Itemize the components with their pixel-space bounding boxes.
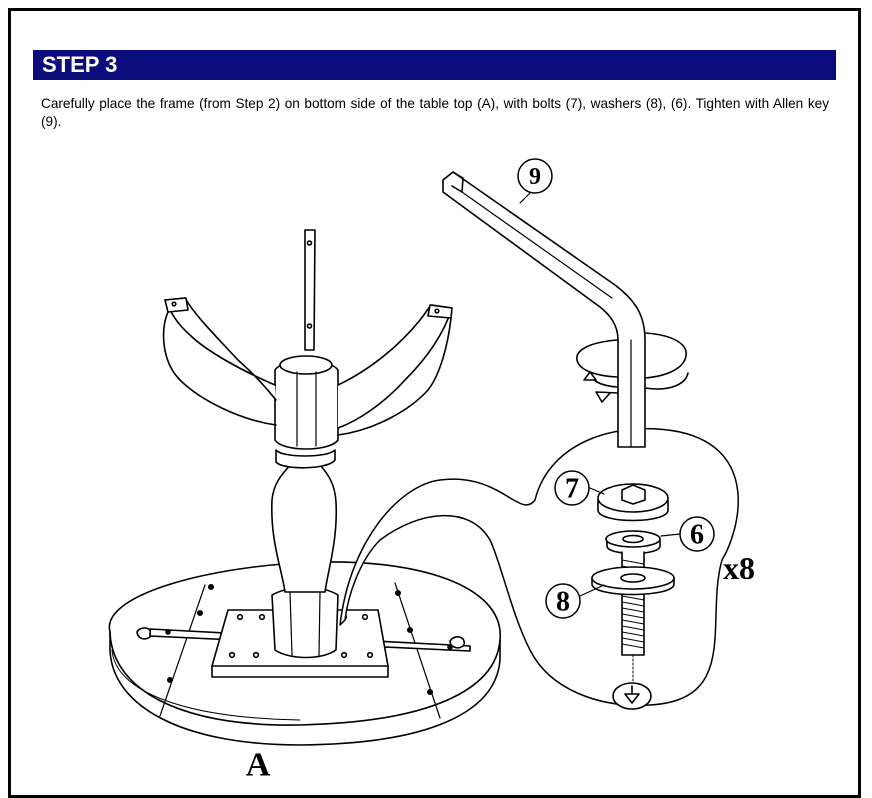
- callout-large-washer-label: 8: [556, 587, 570, 618]
- quantity-label: x8: [723, 550, 755, 586]
- callout-small-washer-label: 6: [690, 520, 704, 551]
- callout-allen-key: 9: [517, 158, 553, 194]
- instruction-text: Carefully place the frame (from Step 2) …: [41, 96, 829, 129]
- callout-large-washer: 8: [545, 583, 581, 619]
- callout-bolt-label: 7: [565, 474, 579, 505]
- allen-key-drawing: [442, 171, 689, 448]
- table-top-label: A: [246, 747, 271, 784]
- step-title: STEP 3: [33, 50, 836, 80]
- bolt-drawing: [591, 483, 675, 710]
- callout-bolt: 7: [554, 470, 590, 506]
- callout-small-washer: 6: [679, 516, 715, 552]
- callout-allen-key-label: 9: [529, 164, 541, 190]
- pedestal-drawing: [162, 229, 453, 659]
